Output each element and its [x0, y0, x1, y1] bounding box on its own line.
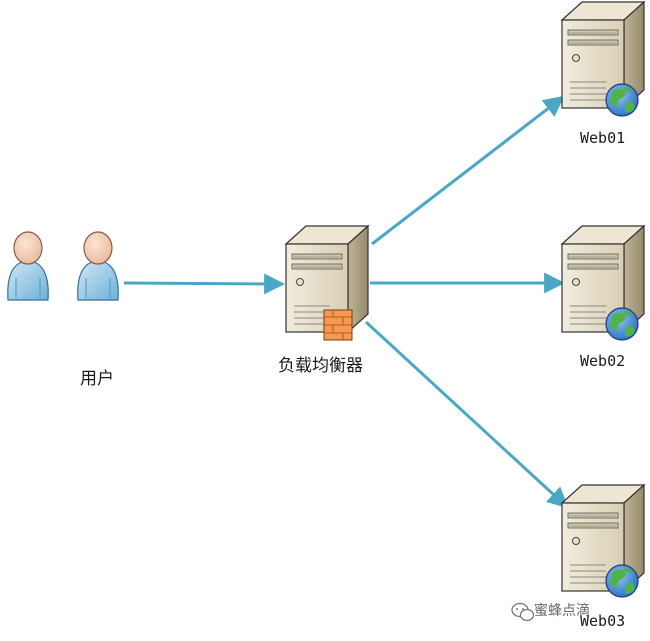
web-server-globe-icon: [561, 225, 645, 341]
web-server-globe-icon: [561, 1, 645, 117]
globe-icon: [605, 564, 639, 598]
web01-label: Web01: [580, 129, 626, 147]
web-server-globe-icon: [561, 484, 645, 598]
globe-icon: [605, 307, 639, 341]
web02-label: Web02: [580, 352, 626, 370]
users-label: 用户: [80, 369, 114, 389]
globe-icon: [605, 83, 639, 117]
user-icon: [77, 231, 119, 301]
wechat-icon: [511, 602, 535, 622]
arrow-lb-to-web03: [364, 320, 569, 509]
firewall-icon: [323, 309, 353, 341]
arrow-lb-to-web01: [371, 95, 565, 246]
watermark-text: 蜜蜂点滴: [534, 603, 590, 619]
user-icon: [7, 231, 49, 301]
user-group-icon: [7, 231, 119, 301]
load-balancer-label: 负载均衡器: [278, 356, 363, 376]
arrow-users-to-lb: [123, 273, 286, 295]
server-firewall-icon: [285, 225, 369, 341]
web03-label: Web03: [580, 612, 626, 630]
